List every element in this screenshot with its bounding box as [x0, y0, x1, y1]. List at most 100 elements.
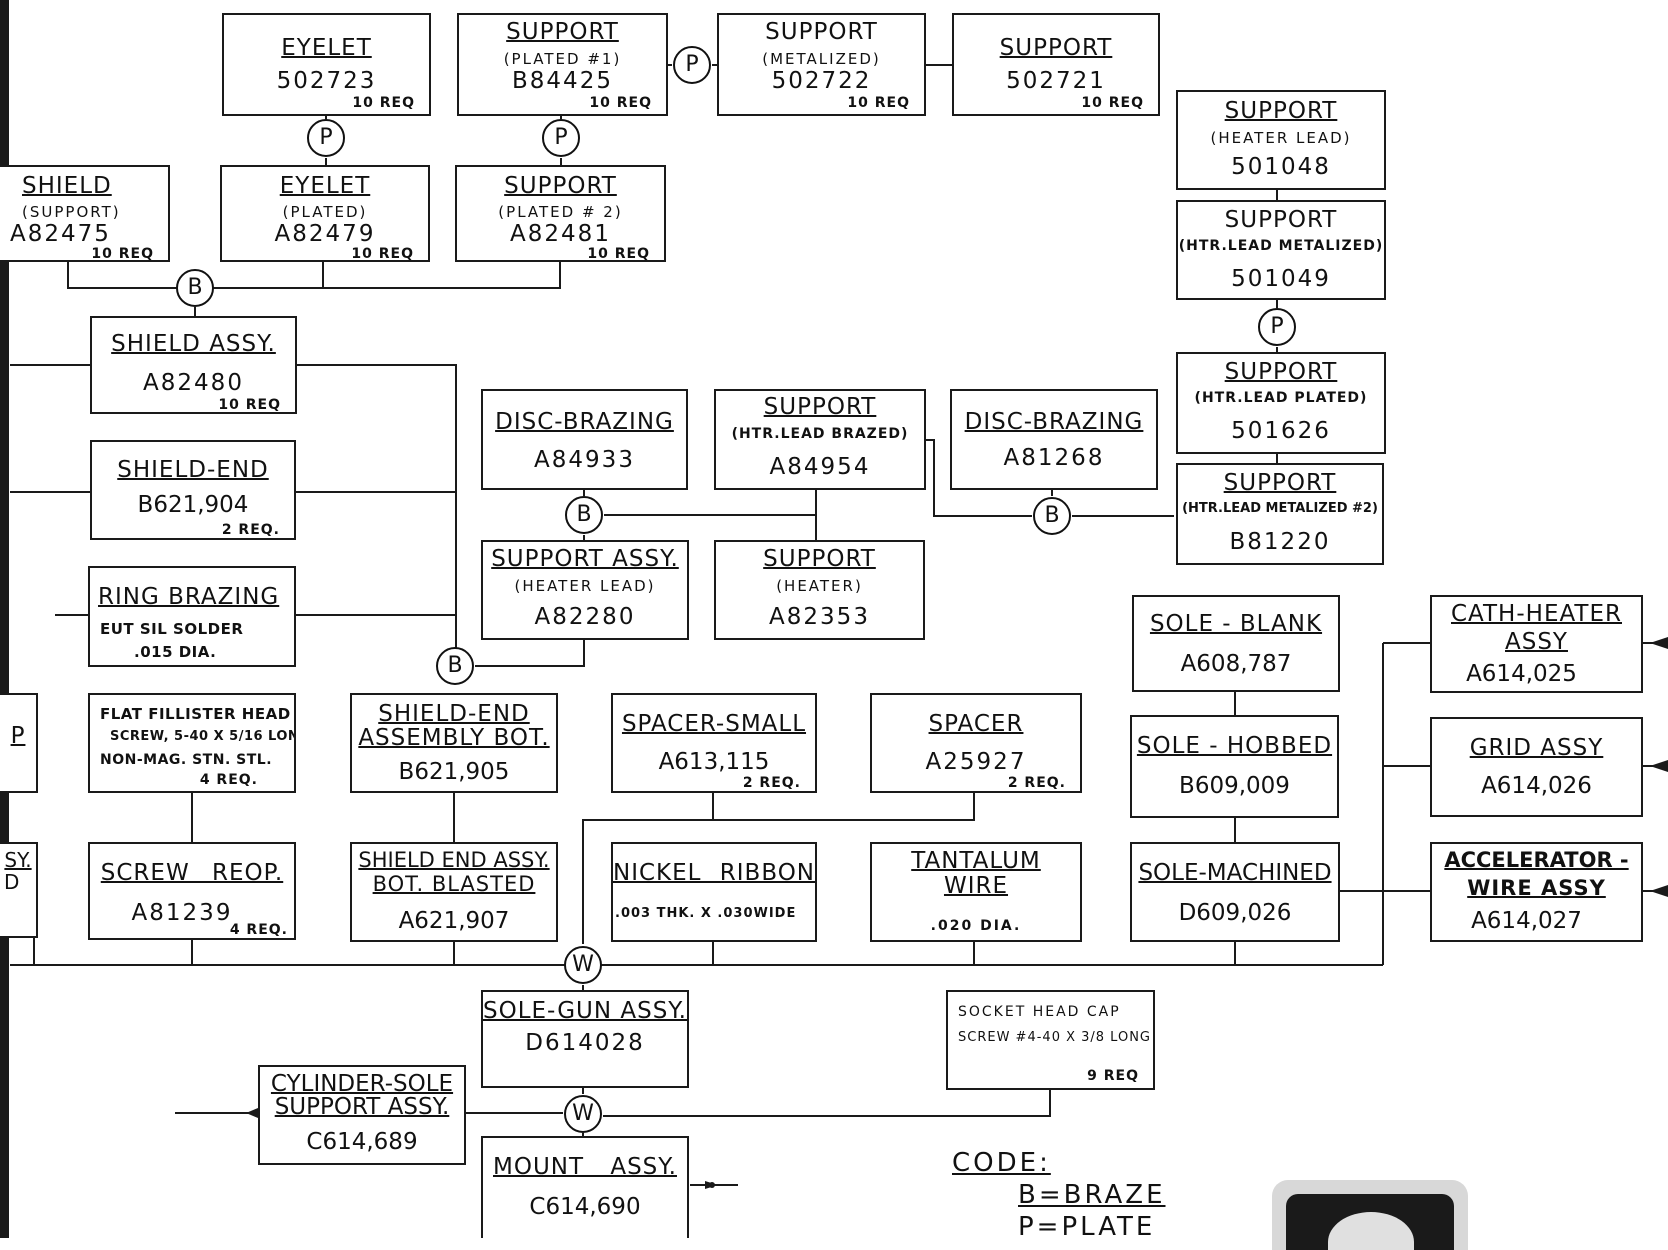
box-title: TANTALUM [872, 848, 1080, 874]
screw-reop-box: SCREW REOP. A81239 4 REQ. [88, 842, 296, 940]
box-title: SPACER [872, 711, 1080, 737]
part-number: 501048 [1178, 154, 1384, 180]
box-subtitle: (PLATED) [222, 203, 428, 221]
part-number: A82353 [716, 604, 923, 630]
support-metalized-box: SUPPORT (METALIZED) 502722 10 REQ [717, 13, 926, 116]
box-title: SOLE - HOBBED [1132, 733, 1337, 759]
box-title: SUPPORT [954, 35, 1158, 61]
part-number: D614028 [483, 1030, 687, 1056]
support-502721-box: SUPPORT 502721 10 REQ [952, 13, 1160, 116]
flat-fillister-screw-box: FLAT FILLISTER HEAD SCREW, 5-40 X 5/16 L… [88, 693, 296, 793]
sole-machined-box: SOLE-MACHINED D609,026 [1130, 842, 1340, 942]
support-heater-box: SUPPORT (HEATER) A82353 [714, 540, 925, 640]
material-diameter: .015 DIA. [134, 643, 288, 661]
box-title: SOLE-GUN ASSY. [483, 998, 687, 1024]
box-title: EYELET [224, 35, 429, 61]
part-number: A82475 [10, 221, 168, 247]
part-number: 502723 [224, 68, 429, 94]
part-number: A81268 [952, 445, 1156, 471]
part-number: A82280 [483, 604, 687, 630]
quantity-label: 9 REQ [1087, 1068, 1139, 1084]
accelerator-wire-assy-box: ACCELERATOR - WIRE ASSY A614,027 [1430, 842, 1643, 942]
part-number: D609,026 [1132, 900, 1338, 926]
code-braze: B=BRAZE [1018, 1180, 1166, 1210]
part-number: A84954 [716, 454, 924, 480]
quantity-label: 4 REQ. [200, 772, 258, 788]
box-title: SUPPORT [719, 19, 924, 45]
box-title-line2: ASSY [1432, 629, 1641, 655]
sole-blank-box: SOLE - BLANK A608,787 [1132, 595, 1340, 692]
box-title-line2: ASSEMBLY BOT. [352, 725, 556, 751]
part-number: A614,026 [1432, 773, 1641, 799]
box-subtitle: (METALIZED) [719, 50, 924, 68]
braze-node: B [436, 647, 474, 685]
mount-assy-box: MOUNT ASSY. C614,690 [481, 1136, 689, 1238]
quantity-label: 10 REQ [218, 397, 281, 413]
support-htr-plated-box: SUPPORT (HTR.LEAD PLATED) 501626 [1176, 352, 1386, 454]
part-number: 501626 [1178, 418, 1384, 444]
box-title-line2: WIRE [872, 873, 1080, 899]
part-number: A82480 [92, 370, 295, 396]
spacer-box: SPACER A25927 2 REQ. [870, 693, 1082, 793]
part-number: A25927 [872, 749, 1080, 775]
box-title: EYELET [222, 173, 428, 199]
box-title: SUPPORT [1178, 470, 1382, 496]
part-number: C614,689 [260, 1129, 464, 1155]
box-title: ACCELERATOR - [1432, 848, 1641, 872]
quantity-label: 10 REQ [587, 246, 650, 262]
box-title: SHIELD [22, 173, 168, 199]
part-number: 501049 [1178, 266, 1384, 292]
edge-sy-box: SY. D [0, 842, 38, 938]
part-number: A82481 [457, 221, 664, 247]
support-plated1-box: SUPPORT (PLATED #1) B84425 10 REQ [457, 13, 668, 116]
part-number: 502721 [954, 68, 1158, 94]
part-number: B609,009 [1132, 773, 1337, 799]
box-subtitle: (PLATED #1) [459, 50, 666, 68]
box-title: DISC-BRAZING [952, 409, 1156, 435]
screw-spec-line1: SOCKET HEAD CAP [958, 1004, 1147, 1020]
box-subtitle: (HEATER LEAD) [1178, 129, 1384, 147]
box-title-line2: D [4, 870, 36, 894]
quantity-label: 10 REQ [91, 246, 154, 262]
material-spec: EUT SIL SOLDER [100, 620, 288, 638]
sole-gun-assy-box: SOLE-GUN ASSY. D614028 [481, 990, 689, 1088]
screw-spec-line2: SCREW, 5-40 X 5/16 LONG [110, 729, 288, 744]
box-title: SUPPORT [459, 19, 666, 45]
part-number: 502722 [719, 68, 924, 94]
plate-node: P [1258, 308, 1296, 346]
weld-node: W [564, 946, 602, 984]
weld-node: W [564, 1095, 602, 1133]
box-title-line2: BOT. BLASTED [352, 872, 556, 896]
box-title: SUPPORT [1178, 207, 1384, 233]
disc-brazing-a81268-box: DISC-BRAZING A81268 [950, 389, 1158, 490]
box-title: SHIELD END ASSY. [352, 848, 556, 872]
quantity-label: 10 REQ [847, 95, 910, 111]
part-number: A614,025 [1430, 661, 1641, 687]
screw-spec-line3: NON-MAG. STN. STL. [100, 752, 288, 768]
box-title: P [0, 723, 36, 749]
box-title: SUPPORT [716, 546, 923, 572]
part-number: A621,907 [352, 908, 556, 934]
support-htr-metalized2-box: SUPPORT (HTR.LEAD METALIZED #2) B81220 [1176, 463, 1384, 565]
plate-node: P [542, 119, 580, 157]
eyelet-plated-box: EYELET (PLATED) A82479 10 REQ [220, 165, 430, 262]
box-title: SPACER-SMALL [613, 711, 815, 737]
box-subtitle: (HTR.LEAD PLATED) [1178, 390, 1384, 406]
box-title: SOLE-MACHINED [1132, 860, 1338, 886]
box-title: SHIELD-END [92, 457, 294, 483]
part-number: B84425 [459, 68, 666, 94]
plate-node: P [673, 46, 711, 84]
part-number: A613,115 [613, 749, 815, 775]
box-title: SUPPORT ASSY. [483, 546, 687, 572]
grid-assy-box: GRID ASSY A614,026 [1430, 717, 1643, 817]
part-number: A614,027 [1430, 908, 1641, 934]
quantity-label: 4 REQ. [230, 922, 288, 938]
part-number: B81220 [1178, 529, 1382, 555]
braze-node: B [565, 496, 603, 534]
box-title: SUPPORT [1178, 98, 1384, 124]
quantity-label: 10 REQ [589, 95, 652, 111]
ring-brazing-box: RING BRAZING EUT SIL SOLDER .015 DIA. [88, 566, 296, 667]
disc-brazing-a84933-box: DISC-BRAZING A84933 [481, 389, 688, 490]
box-title: MOUNT ASSY. [483, 1154, 687, 1180]
box-subtitle: (HTR.LEAD METALIZED #2) [1178, 501, 1382, 516]
